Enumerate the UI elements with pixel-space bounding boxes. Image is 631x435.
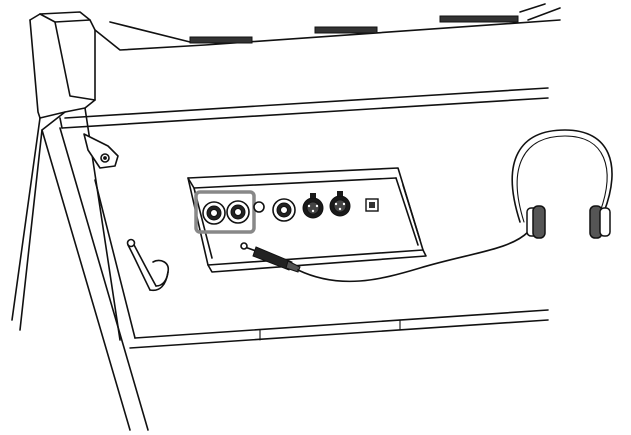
headphones	[511, 129, 613, 239]
felt-strip-right	[439, 15, 519, 23]
cabinet-top-edge	[94, 3, 561, 51]
phones-jack-1	[202, 201, 226, 225]
left-side-board	[11, 11, 149, 431]
right-ear-cup	[589, 205, 611, 239]
felt-strip-middle	[314, 26, 378, 34]
cord-hook	[126, 238, 170, 292]
usb-port	[365, 198, 379, 212]
highlight-box	[194, 190, 256, 234]
headband-outer	[511, 129, 613, 223]
side-bracket	[83, 133, 119, 169]
lower-front-edge	[129, 309, 549, 349]
felt-strip-left	[189, 36, 253, 44]
headphone-plug	[240, 242, 301, 273]
other-connectors	[253, 191, 379, 222]
line-jack	[272, 198, 296, 222]
headphone-cable	[297, 231, 529, 283]
headband-inner	[516, 135, 608, 223]
small-knob	[253, 201, 265, 213]
midi-connector-2	[329, 191, 351, 217]
left-ear-cup	[526, 205, 546, 239]
phones-jacks-highlight	[194, 190, 256, 234]
keyboard-bottom-panel	[59, 87, 549, 129]
jack-panel	[187, 167, 427, 273]
phones-jack-2	[226, 200, 250, 224]
midi-connector-1	[302, 193, 324, 219]
plug-body	[252, 246, 293, 271]
